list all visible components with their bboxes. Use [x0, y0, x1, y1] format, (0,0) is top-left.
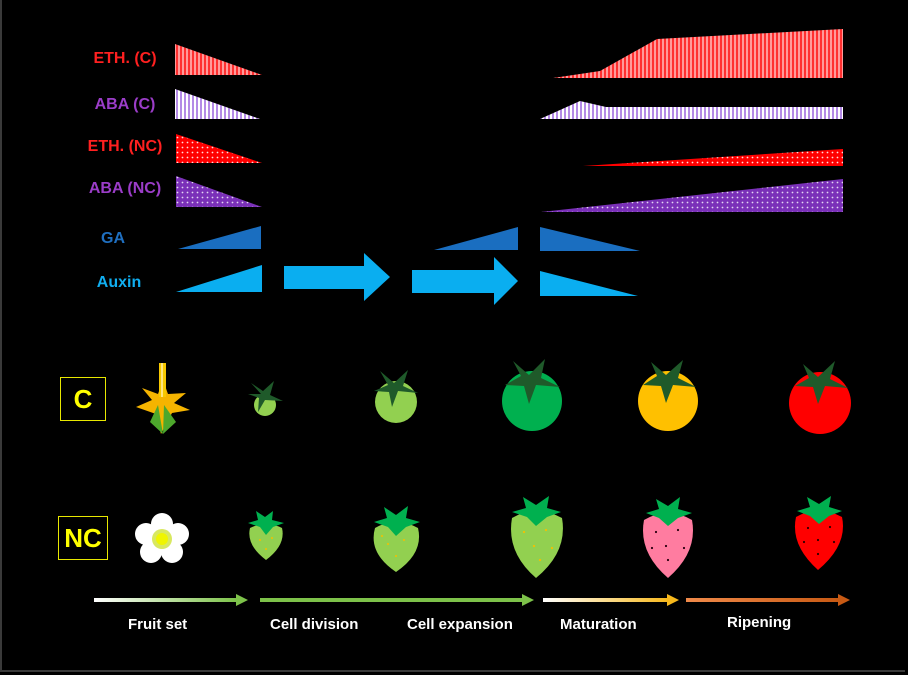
tomato-flower-icon — [136, 363, 190, 434]
auxin-division-arrow — [284, 253, 390, 301]
arrow-maturation — [543, 594, 679, 606]
aba-nc-early-wedge — [176, 176, 262, 207]
strawberry-flower-icon — [135, 513, 189, 563]
strawberry-stage-4-icon — [643, 497, 693, 578]
tomato-stage-4-icon — [638, 360, 698, 431]
stage-maturation: Maturation — [560, 616, 637, 633]
ga-expansion-wedge — [434, 227, 518, 250]
eth-nc-late-wedge — [583, 149, 843, 166]
tomato-stage-1-icon — [248, 381, 283, 416]
stage-fruit-set: Fruit set — [128, 616, 188, 633]
label-aba-c: ABA (C) — [94, 96, 156, 113]
strawberry-stage-1-icon — [248, 511, 284, 560]
tomato-stage-5-icon — [789, 361, 851, 434]
stage-cell-expansion: Cell expansion — [407, 616, 513, 633]
type-box-c: C — [60, 377, 106, 421]
auxin-expansion-arrow — [412, 257, 518, 305]
stage-ripening: Ripening — [727, 614, 792, 631]
strawberry-stage-2-icon — [373, 506, 420, 572]
aba-c-early-wedge — [175, 89, 260, 119]
type-box-nc: NC — [58, 516, 108, 560]
label-ga: GA — [101, 230, 125, 247]
strawberry-stage-3-icon — [511, 496, 563, 578]
label-eth-nc: ETH. (NC) — [87, 138, 163, 155]
eth-c-late-wedge — [553, 29, 843, 78]
eth-nc-early-wedge — [176, 134, 262, 163]
arrow-cell-growth — [260, 594, 534, 606]
label-eth-c: ETH. (C) — [93, 50, 157, 67]
tomato-stage-2-icon — [374, 370, 418, 423]
auxin-set-wedge — [176, 265, 262, 292]
arrow-ripening — [686, 594, 850, 606]
stage-cell-division: Cell division — [270, 616, 359, 633]
ga-late-wedge — [540, 227, 640, 251]
aba-c-late-wedge — [540, 101, 843, 119]
label-auxin: Auxin — [96, 274, 142, 291]
eth-c-early-wedge — [175, 44, 262, 75]
auxin-late-wedge — [540, 271, 638, 296]
aba-nc-late-wedge — [541, 179, 843, 212]
ga-set-wedge — [178, 226, 261, 249]
tomato-stage-3-icon — [502, 359, 562, 431]
arrow-fruit-set — [94, 594, 248, 606]
strawberry-stage-5-icon — [794, 496, 843, 570]
label-aba-nc: ABA (NC) — [88, 180, 162, 197]
